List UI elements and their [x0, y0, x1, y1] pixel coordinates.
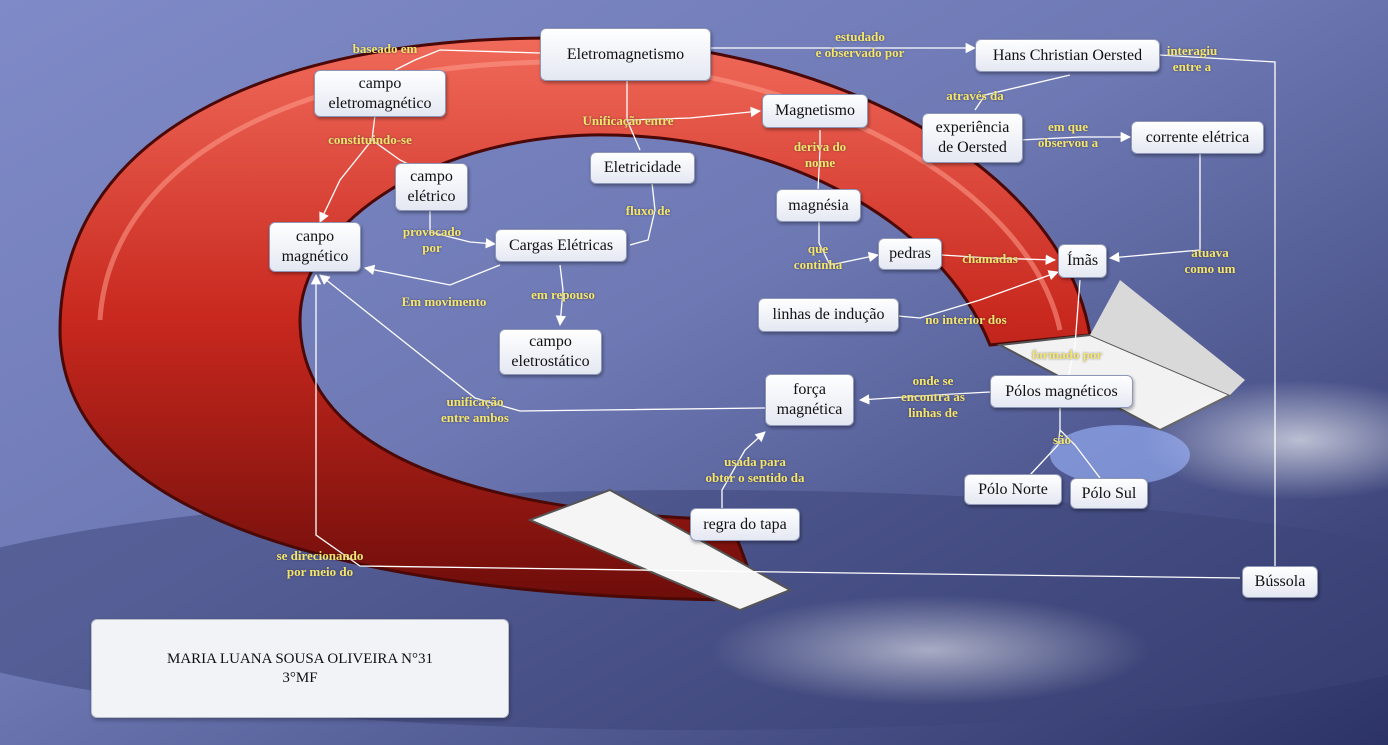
concept-corrente-eletrica[interactable]: corrente elétrica: [1131, 121, 1264, 154]
concept-experiencia-de-oersted[interactable]: experiência de Oersted: [922, 113, 1023, 163]
link-chamadas: chamadas: [962, 251, 1018, 266]
concept-polos-magneticos[interactable]: Pólos magnéticos: [990, 375, 1133, 408]
link-constituindo-se: constituindo-se: [328, 132, 412, 147]
link-onde-se-encontra-as-linhas-de: onde se encontra as linhas de: [901, 373, 965, 420]
concept-bussola[interactable]: Bússola: [1242, 566, 1318, 598]
author-box: MARIA LUANA SOUSA OLIVEIRA N°31 3°MF: [91, 619, 509, 718]
link-interagiu-entre-a: interagiu entre a: [1166, 43, 1218, 74]
link-atuava-como-um: atuava como um: [1184, 245, 1236, 276]
link-atraves-da: através da: [946, 88, 1004, 103]
link-se-direcionando-por-meio-do: se direcionando por meio do: [276, 548, 364, 579]
link-sao: são: [1052, 432, 1072, 447]
link-provocado-por: provocado por: [402, 224, 462, 255]
concept-polo-sul[interactable]: Pólo Sul: [1070, 478, 1148, 509]
link-que-continha: que continha: [793, 241, 843, 272]
link-formado-por: formado por: [1031, 347, 1103, 362]
link-em-repouso: em repouso: [531, 287, 595, 302]
concept-magnesia[interactable]: magnésia: [776, 189, 861, 222]
link-fluxo-de: fluxo de: [625, 203, 671, 218]
concept-forca-magnetica[interactable]: força magnética: [765, 374, 854, 426]
link-no-interior-dos: no interior dos: [925, 312, 1007, 327]
concept-campo-eletrostatico[interactable]: campo eletrostático: [499, 329, 602, 375]
link-em-que-observou-a: em que observou a: [1037, 119, 1099, 150]
concept-campo-eletromagnetico[interactable]: campo eletromagnético: [314, 70, 446, 117]
concept-cargas-eletricas[interactable]: Cargas Elétricas: [495, 229, 627, 262]
concept-linhas-de-inducao[interactable]: linhas de indução: [758, 298, 899, 332]
concept-eletromagnetismo[interactable]: Eletromagnetismo: [540, 28, 711, 81]
concept-campo-eletrico[interactable]: campo elétrico: [395, 163, 468, 211]
concept-regra-do-tapa[interactable]: regra do tapa: [690, 508, 800, 541]
link-unificacao-entre: Unificação entre: [582, 113, 674, 128]
link-usada-para-obter-o-sentido-da: usada para obter o sentido da: [705, 454, 805, 485]
concept-magnetismo[interactable]: Magnetismo: [762, 94, 868, 128]
concept-eletricidade[interactable]: Eletricidade: [590, 152, 695, 184]
concept-campo-magnetico[interactable]: canpo magnético: [269, 222, 361, 272]
concept-hans-christian-oersted[interactable]: Hans Christian Oersted: [975, 39, 1160, 72]
concept-polo-norte[interactable]: Pólo Norte: [964, 474, 1062, 505]
link-estudado-e-observado-por: estudado e observado por: [815, 29, 905, 60]
link-deriva-do-nome: deriva do nome: [793, 139, 847, 170]
link-baseado-em: baseado em: [352, 41, 418, 56]
concept-pedras[interactable]: pedras: [878, 238, 942, 270]
concept-imas[interactable]: Ímãs: [1058, 244, 1107, 278]
link-unificacao-entre-ambos: unificação entre ambos: [440, 394, 510, 425]
link-em-movimento: Em movimento: [401, 294, 487, 309]
